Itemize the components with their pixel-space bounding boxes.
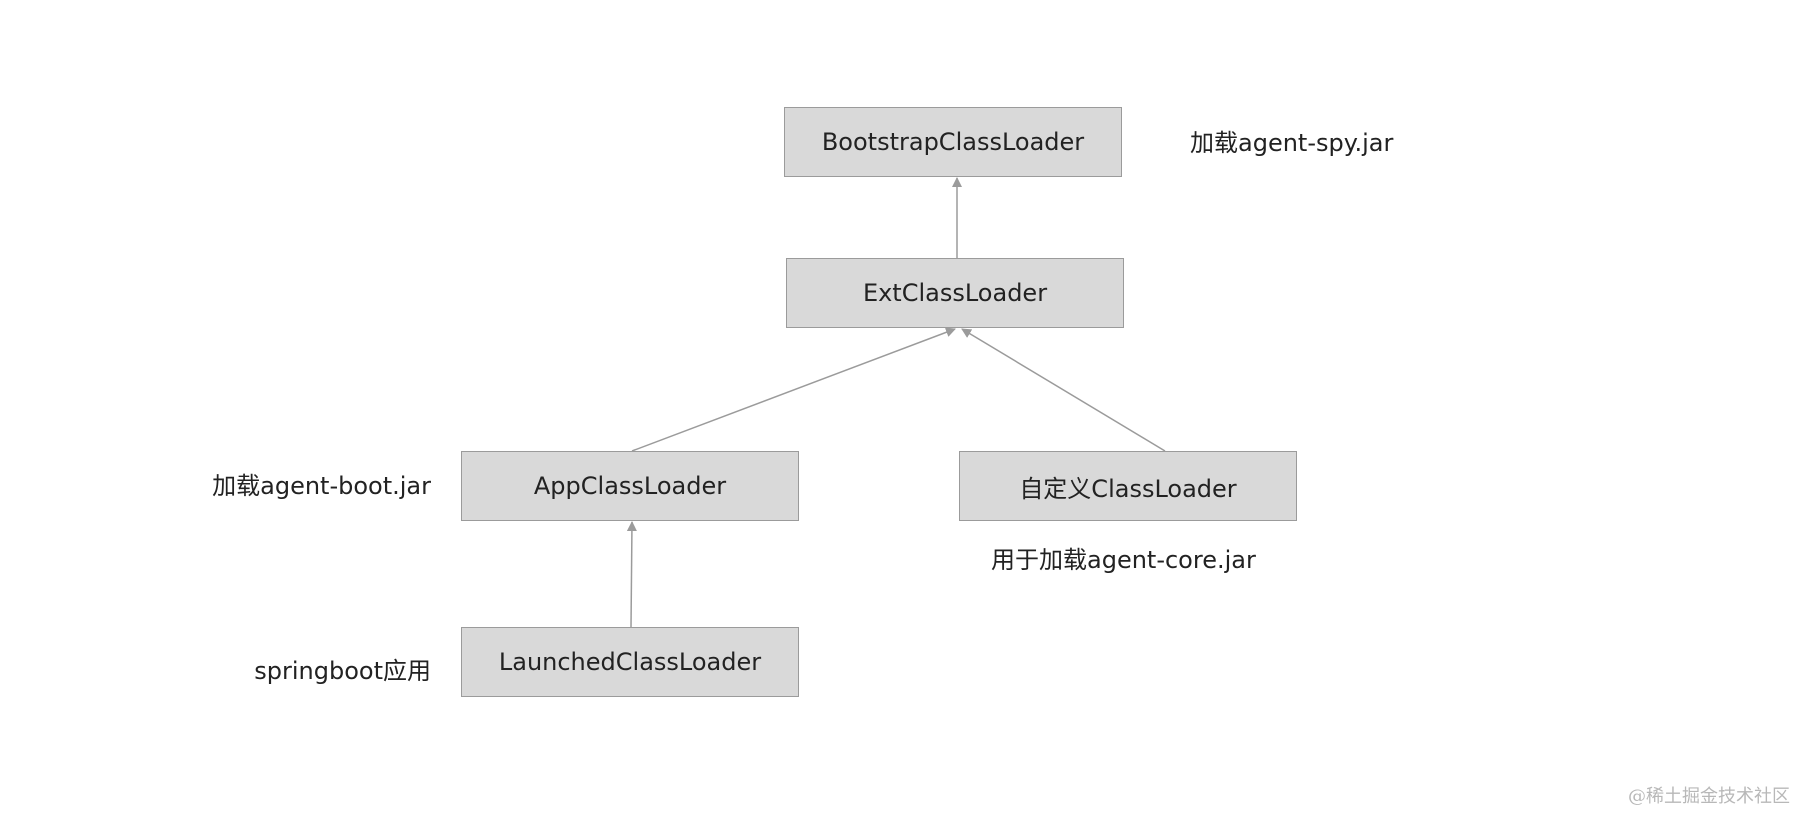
- app-annotation: 加载agent-boot.jar: [212, 472, 431, 500]
- edge-launched-to-app: [626, 521, 637, 628]
- watermark: @稀土掘金技术社区: [1628, 786, 1790, 807]
- app-classloader-node: AppClassLoader: [461, 451, 799, 521]
- edge-app-to-ext: [631, 327, 956, 452]
- bootstrap-classloader-label: BootstrapClassLoader: [821, 128, 1085, 156]
- bootstrap-classloader-node: BootstrapClassLoader: [784, 107, 1122, 177]
- app-classloader-label: AppClassLoader: [533, 472, 727, 500]
- ext-classloader-label: ExtClassLoader: [862, 279, 1048, 307]
- edge-custom-to-ext: [961, 328, 1166, 452]
- custom-classloader-node: 自定义ClassLoader: [959, 451, 1297, 521]
- launched-classloader-node: LaunchedClassLoader: [461, 627, 799, 697]
- launched-annotation: springboot应用: [254, 657, 431, 685]
- custom-annotation: 用于加载agent-core.jar: [991, 546, 1256, 574]
- custom-classloader-label: 自定义ClassLoader: [1019, 474, 1237, 503]
- ext-classloader-node: ExtClassLoader: [786, 258, 1124, 328]
- bootstrap-annotation: 加载agent-spy.jar: [1190, 129, 1394, 157]
- launched-classloader-label: LaunchedClassLoader: [498, 648, 762, 676]
